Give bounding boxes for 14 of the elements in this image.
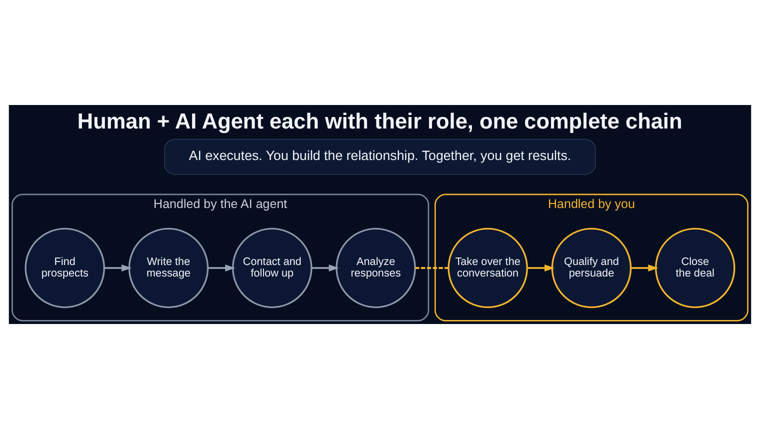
arrow (527, 264, 555, 272)
node-circle: Take over the conversation (448, 227, 528, 308)
node-circle: Find prospects (24, 227, 105, 308)
node-circle: Close the deal (655, 227, 736, 308)
node-circle: Write the message (128, 227, 209, 308)
arrow (208, 264, 236, 272)
node-circle: Contact and follow up (232, 227, 312, 308)
arrow (312, 264, 339, 272)
diagram-title: Human + AI Agent each with their role, one complete chain (77, 108, 682, 133)
node-circle: Qualify and persuade (551, 227, 632, 308)
arrow (104, 264, 132, 272)
arrow (630, 264, 658, 272)
connector (415, 266, 448, 268)
node-circle: Analyze responses (336, 227, 416, 308)
